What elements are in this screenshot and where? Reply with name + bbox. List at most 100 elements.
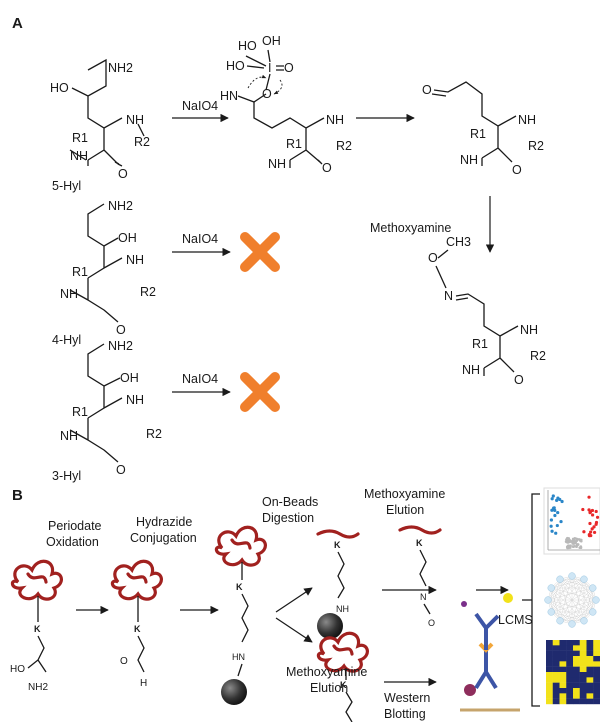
network-node xyxy=(544,596,552,604)
heatmap-cell xyxy=(573,656,580,662)
network-edge xyxy=(551,599,597,613)
heatmap-cell xyxy=(573,682,580,689)
heatmap-cell xyxy=(579,650,587,657)
volcano-point xyxy=(581,507,585,512)
arrow-split-digestion xyxy=(275,587,313,613)
atom-nh: NH xyxy=(70,149,88,163)
panel-label-b: B xyxy=(12,487,23,504)
network-edge xyxy=(559,579,573,625)
heatmap-cell xyxy=(579,693,587,699)
atom-hn: HN xyxy=(220,89,238,103)
heatmap-cell xyxy=(552,650,560,657)
step-methoxyamine-elution-bottom-line2: Elution xyxy=(310,681,348,695)
heatmap-cell xyxy=(552,666,560,673)
step-hydrazide-conjugation-line2: Conjugation xyxy=(130,531,197,545)
heatmap-cell xyxy=(593,693,600,699)
heatmap-cell xyxy=(559,688,567,694)
heatmap-cell xyxy=(546,677,553,683)
network-icon xyxy=(544,572,600,628)
atom-r2: R2 xyxy=(134,135,150,149)
atom-o: O xyxy=(512,163,522,177)
network-edge xyxy=(551,587,573,625)
volcano-point xyxy=(552,506,556,510)
heatmap-cell xyxy=(573,650,580,657)
heatmap-cell xyxy=(593,640,600,646)
network-edge xyxy=(559,579,585,621)
residue-k: K xyxy=(340,680,347,690)
heatmap-cell xyxy=(566,677,574,683)
atom-o: O xyxy=(322,161,332,175)
volcano-point xyxy=(566,536,569,540)
heatmap-cell xyxy=(586,640,594,646)
heatmap-cell xyxy=(566,656,574,662)
atom-nh: NH xyxy=(60,429,78,443)
volcano-point xyxy=(554,531,558,535)
atom-r1: R1 xyxy=(72,265,88,279)
heatmap-cell xyxy=(546,693,553,699)
step-methoxyamine-elution-bottom-line1: Methoxyamine xyxy=(286,665,367,679)
network-edge xyxy=(559,575,573,621)
step-periodate-oxidation-line2: Oxidation xyxy=(46,535,99,549)
peptide-eluted: K N O xyxy=(398,525,442,628)
heatmap-cell xyxy=(546,656,553,662)
bead-icon xyxy=(221,679,247,705)
step-methoxyamine-elution-top-line1: Methoxyamine xyxy=(364,487,445,501)
atom-ho: HO xyxy=(10,664,25,675)
heatmap-cell xyxy=(586,693,594,699)
heatmap-cell xyxy=(559,682,567,689)
heatmap-cell xyxy=(566,661,574,667)
panel-label-a: A xyxy=(12,15,23,32)
heatmap-cell xyxy=(579,688,587,694)
heatmap-cell xyxy=(586,682,594,689)
volcano-point xyxy=(575,545,578,548)
residue-k: K xyxy=(236,582,243,592)
network-node xyxy=(556,617,564,625)
network-node xyxy=(556,575,564,583)
atom-o: O xyxy=(118,167,128,181)
heatmap-cell xyxy=(579,640,587,646)
atom-nh: NH xyxy=(60,287,78,301)
atom-nh: NH xyxy=(460,153,478,167)
protein-native: K HO NH2 xyxy=(10,559,63,693)
atom-nh: NH xyxy=(518,113,536,127)
volcano-point xyxy=(595,515,600,519)
volcano-point xyxy=(587,534,592,538)
heatmap-cell xyxy=(593,645,600,651)
volcano-point xyxy=(594,509,598,514)
heatmap-cell xyxy=(546,640,553,646)
atom-i: I xyxy=(268,61,271,75)
volcano-point xyxy=(564,540,568,543)
heatmap-cell xyxy=(573,677,580,683)
volcano-point xyxy=(574,541,577,544)
heatmap-cell xyxy=(593,666,600,673)
network-edge xyxy=(559,579,593,613)
atom-h: H xyxy=(140,678,147,689)
volcano-point xyxy=(592,525,596,529)
cross-icon xyxy=(240,232,280,272)
atom-nh-hydrazide: NH xyxy=(336,604,349,614)
structure-5-hyl: NH2 HO NH R1 NH O R2 xyxy=(50,58,150,181)
volcano-point xyxy=(578,538,581,541)
volcano-point xyxy=(550,529,554,533)
atom-o: O xyxy=(116,463,126,477)
protein-eluted: K xyxy=(316,631,369,722)
volcano-point xyxy=(556,510,560,515)
volcano-point xyxy=(579,545,583,548)
volcano-point xyxy=(571,541,575,544)
atom-nh: NH xyxy=(126,253,144,267)
heatmap-cell xyxy=(586,650,594,657)
network-edge xyxy=(551,587,597,601)
heatmap-cell xyxy=(573,661,580,667)
heatmap-cell xyxy=(559,698,567,705)
heatmap-cell xyxy=(559,645,567,651)
heatmap-cell xyxy=(546,688,553,694)
volcano-point xyxy=(582,530,586,534)
heatmap-cell xyxy=(566,688,574,694)
residue-k: K xyxy=(34,624,41,634)
reagent-naio4: NaIO4 xyxy=(182,372,218,386)
atom-nh2: NH2 xyxy=(108,61,133,75)
network-node xyxy=(568,572,576,580)
atom-n: N xyxy=(444,289,453,303)
step-lcms: LCMS xyxy=(498,613,533,627)
step-periodate-oxidation-line1: Periodate xyxy=(48,519,102,533)
